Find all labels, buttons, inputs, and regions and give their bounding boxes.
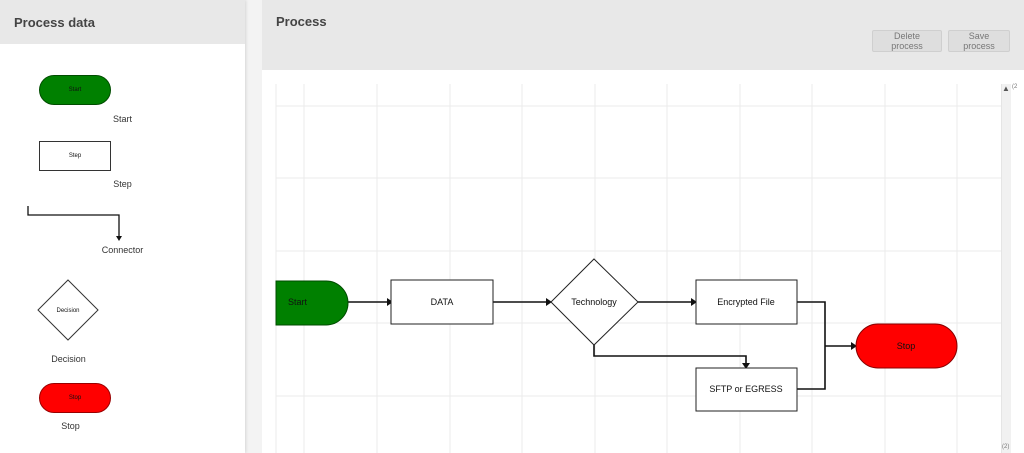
palette-connector-shape[interactable]: [27, 206, 122, 241]
canvas-grid: [275, 84, 1001, 453]
scroll-up-icon[interactable]: ▲: [1002, 84, 1010, 93]
palette-header: Process data: [0, 0, 245, 44]
palette-decision-label: Decision: [51, 354, 86, 364]
palette-shapes-svg: Decision: [27, 206, 122, 341]
palette-stop-shape-text: Stop: [68, 395, 82, 401]
palette-stop-shape[interactable]: Stop: [39, 383, 111, 413]
diagram-canvas[interactable]: Start DATA Technology Encrypted File SFT: [262, 70, 1024, 453]
process-title: Process: [276, 14, 327, 29]
node-technology-label: Technology: [571, 297, 617, 307]
diagram-svg: Start DATA Technology Encrypted File SFT: [275, 84, 1001, 453]
palette-decision-shape[interactable]: Decision: [37, 279, 99, 341]
node-data-label: DATA: [431, 297, 454, 307]
node-encrypted-file-label: Encrypted File: [717, 297, 775, 307]
node-sftp-egress-label: SFTP or EGRESS: [709, 384, 782, 394]
palette-connector-label: Connector: [101, 245, 144, 255]
palette-start-shape-text: Start: [68, 87, 82, 93]
palette-panel: Process data Start Start Step Step Decis…: [0, 0, 245, 453]
node-encrypted-file[interactable]: Encrypted File: [695, 279, 798, 325]
palette-start-shape[interactable]: Start: [39, 75, 111, 105]
palette-step-shape-text: Step: [68, 153, 82, 159]
palette-decision-shape-text: Decision: [56, 308, 79, 314]
process-header: Process Delete process Save process: [262, 0, 1024, 70]
process-panel: Process Delete process Save process: [262, 0, 1024, 453]
palette-title: Process data: [14, 15, 95, 30]
node-technology[interactable]: Technology: [550, 258, 639, 346]
palette-stop-label: Stop: [61, 421, 80, 431]
node-stop-label: Stop: [897, 341, 916, 351]
delete-process-button[interactable]: Delete process: [872, 30, 942, 52]
palette-step-shape[interactable]: Step: [39, 141, 111, 171]
node-stop[interactable]: Stop: [855, 323, 958, 369]
node-sftp-egress[interactable]: SFTP or EGRESS: [695, 367, 798, 412]
vertical-scrollbar[interactable]: [1001, 84, 1011, 453]
diagram-connectors: [348, 301, 851, 390]
node-start[interactable]: Start: [275, 280, 349, 326]
palette-start-label: Start: [112, 114, 132, 124]
scroll-mark-bottom: (2): [1002, 444, 1010, 450]
node-data[interactable]: DATA: [390, 279, 494, 325]
palette-step-label: Step: [113, 179, 132, 189]
scroll-mark-top: (2: [1012, 84, 1018, 90]
save-process-button[interactable]: Save process: [948, 30, 1010, 52]
diagram-arrowheads: [387, 298, 857, 369]
node-start-label: Start: [288, 297, 308, 307]
